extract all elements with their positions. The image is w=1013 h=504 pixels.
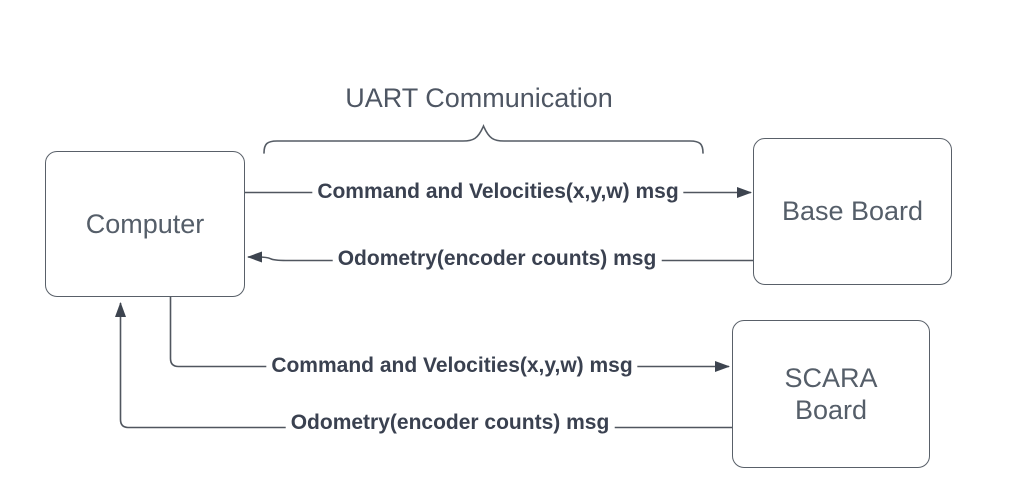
node-scara-board-label: SCARA Board bbox=[784, 362, 878, 425]
edge-label-odometry-from-baseboard: Odometry(encoder counts) msg bbox=[332, 247, 662, 271]
diagram-title: UART Communication bbox=[345, 83, 613, 113]
edge-label-command-to-scaraboard: Command and Velocities(x,y,w) msg bbox=[266, 354, 638, 378]
node-computer-label: Computer bbox=[85, 208, 205, 239]
node-base-board: Base Board bbox=[753, 138, 952, 285]
edge-odometry-from-scaraboard bbox=[115, 302, 732, 429]
node-base-board-label: Base Board bbox=[781, 196, 924, 227]
edge-command-to-scaraboard bbox=[169, 297, 730, 372]
edge-label-odometry-from-scaraboard: Odometry(encoder counts) msg bbox=[285, 411, 615, 435]
edge-label-command-to-baseboard: Command and Velocities(x,y,w) msg bbox=[312, 180, 684, 204]
node-computer: Computer bbox=[45, 151, 245, 297]
node-scara-board: SCARA Board bbox=[732, 320, 930, 468]
edge-odometry-from-baseboard bbox=[247, 251, 753, 263]
uart-brace-icon bbox=[263, 123, 704, 154]
